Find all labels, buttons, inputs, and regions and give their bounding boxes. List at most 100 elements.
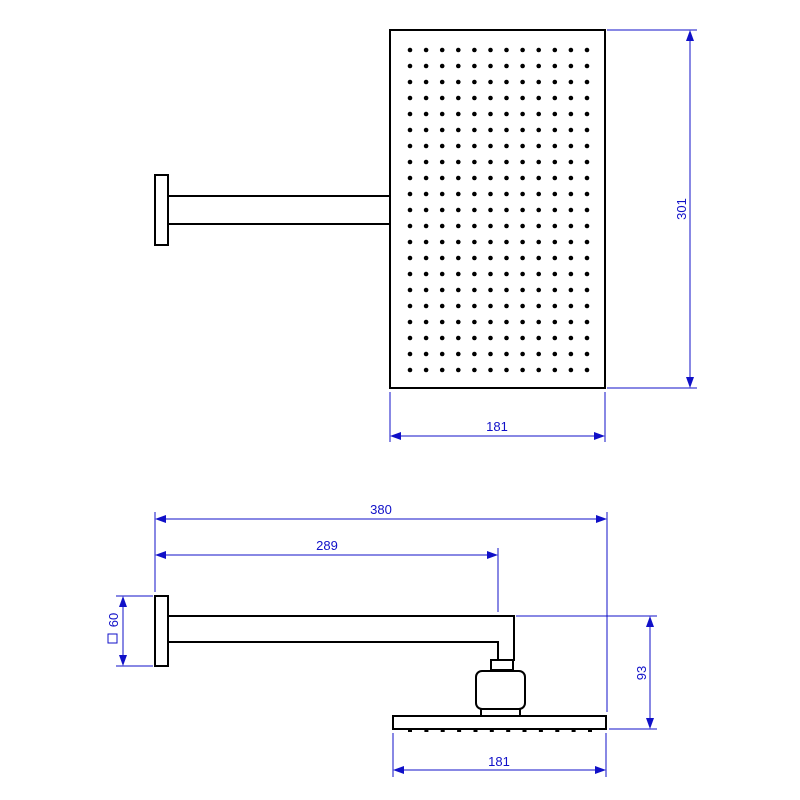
nozzle: [488, 207, 493, 213]
nozzle: [568, 223, 574, 229]
nozzle: [472, 271, 477, 277]
nozzle: [488, 303, 493, 309]
nozzle: [472, 95, 477, 101]
nozzle: [488, 95, 493, 101]
nozzle: [439, 207, 445, 213]
nozzle: [552, 351, 558, 357]
nozzle: [520, 127, 525, 133]
nozzle: [504, 191, 509, 197]
nozzle: [552, 95, 558, 101]
nozzle: [552, 143, 558, 149]
nozzle: [504, 47, 509, 53]
nozzle: [423, 335, 429, 341]
nozzle: [456, 63, 461, 69]
nozzle: [504, 287, 509, 293]
nozzle: [584, 351, 590, 357]
nozzle: [536, 207, 541, 213]
nozzle: [568, 63, 574, 69]
nozzle: [584, 143, 590, 149]
nozzle: [584, 63, 590, 69]
nozzle: [568, 175, 574, 181]
nozzle: [456, 207, 461, 213]
nozzle: [407, 95, 413, 101]
nozzle: [552, 335, 558, 341]
nozzle-side: [440, 729, 445, 732]
shower-arm-side: [168, 615, 515, 661]
nozzle: [552, 207, 558, 213]
nozzle: [423, 111, 429, 117]
nozzle: [439, 79, 445, 85]
nozzle: [520, 191, 525, 197]
nozzle: [439, 223, 445, 229]
nozzle: [439, 159, 445, 165]
dimension-label-181-side: 181: [488, 754, 510, 769]
nozzle: [407, 47, 413, 53]
dimension-total-length: 380: [154, 502, 608, 712]
nozzle: [439, 287, 445, 293]
nozzle: [504, 271, 509, 277]
nozzle: [552, 287, 558, 293]
nozzle: [536, 239, 541, 245]
nozzle: [552, 191, 558, 197]
dimension-arm-length: 289: [155, 538, 499, 612]
nozzle: [423, 287, 429, 293]
nozzle: [439, 191, 445, 197]
nozzle: [568, 255, 574, 261]
nozzle: [423, 63, 429, 69]
nozzle: [472, 207, 477, 213]
nozzle: [407, 127, 413, 133]
nozzle: [488, 239, 493, 245]
nozzle: [568, 335, 574, 341]
nozzle: [536, 95, 541, 101]
nozzle: [439, 95, 445, 101]
nozzle: [536, 223, 541, 229]
dimension-label-380: 380: [370, 502, 392, 517]
nozzle: [568, 143, 574, 149]
nozzle: [407, 335, 413, 341]
nozzle: [423, 303, 429, 309]
nozzle: [488, 335, 493, 341]
nozzle: [552, 255, 558, 261]
top-view: 301 181: [154, 29, 697, 442]
nozzle: [407, 367, 413, 373]
nozzle: [488, 319, 493, 325]
nozzle: [407, 303, 413, 309]
nozzle: [520, 47, 525, 53]
nozzle: [488, 63, 493, 69]
nozzle: [456, 127, 461, 133]
shower-head-side: [392, 715, 607, 730]
nozzle: [568, 351, 574, 357]
nozzle: [536, 351, 541, 357]
nozzle: [584, 287, 590, 293]
nozzle: [456, 47, 461, 53]
nozzle: [552, 63, 558, 69]
nozzle: [456, 303, 461, 309]
nozzle: [488, 127, 493, 133]
nozzle: [456, 143, 461, 149]
nozzle: [536, 111, 541, 117]
nozzle: [472, 255, 477, 261]
nozzle-side: [571, 729, 576, 732]
nozzle: [552, 239, 558, 245]
nozzle: [504, 239, 509, 245]
nozzle: [568, 47, 574, 53]
nozzle: [456, 287, 461, 293]
wall-flange-top: [154, 174, 169, 246]
nozzle: [407, 79, 413, 85]
nozzle: [568, 319, 574, 325]
nozzle: [472, 335, 477, 341]
nozzle: [552, 79, 558, 85]
nozzle: [423, 223, 429, 229]
nozzle: [488, 79, 493, 85]
nozzle: [407, 319, 413, 325]
nozzle: [520, 287, 525, 293]
nozzle: [407, 239, 413, 245]
nozzle: [488, 191, 493, 197]
nozzle: [584, 319, 590, 325]
nozzle: [423, 143, 429, 149]
nozzle: [423, 47, 429, 53]
nozzle: [439, 239, 445, 245]
nozzle: [552, 223, 558, 229]
nozzle: [584, 159, 590, 165]
dimension-head-width-side: 181: [392, 733, 607, 777]
